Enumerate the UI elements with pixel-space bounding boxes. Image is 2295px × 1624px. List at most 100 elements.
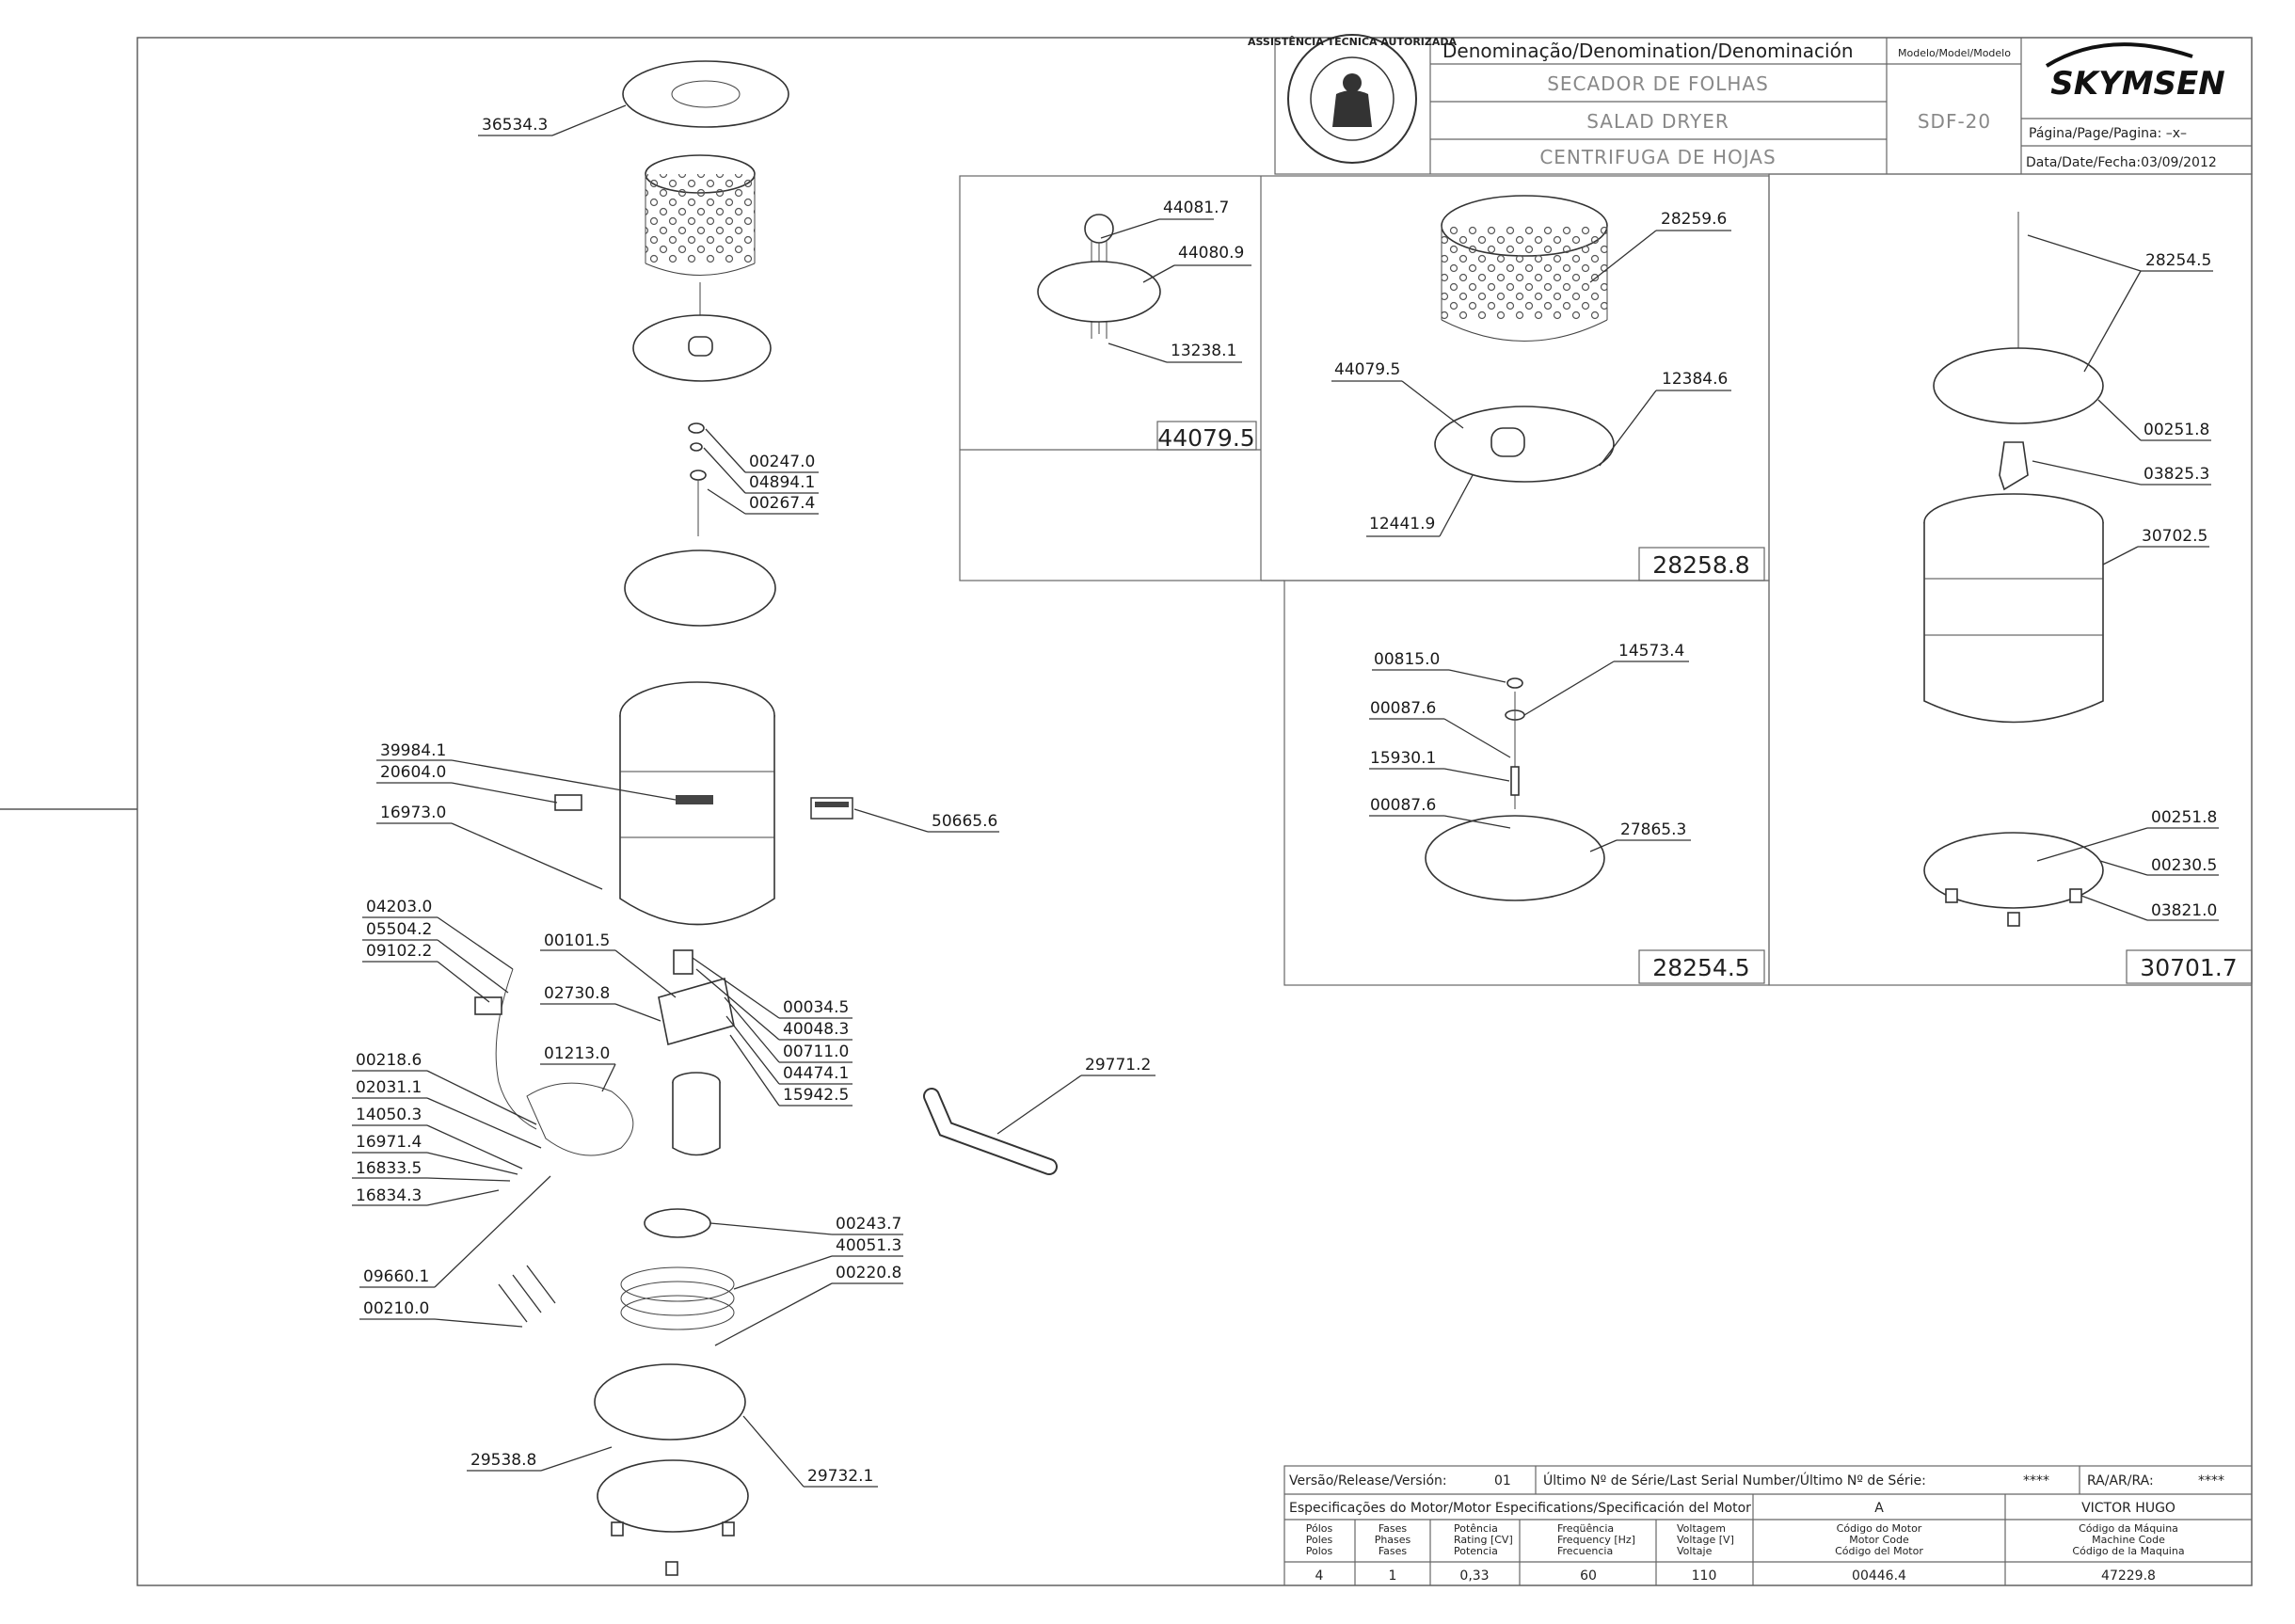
callout: 29732.1 <box>807 1467 873 1486</box>
frequency-value: 60 <box>1580 1568 1597 1584</box>
model-value: SDF-20 <box>1918 110 1991 133</box>
detail-id-28258-8: 28258.8 <box>1652 551 1749 579</box>
callout: 09660.1 <box>363 1267 429 1286</box>
callout: 44079.5 <box>1334 360 1400 379</box>
rating-value: 0,33 <box>1459 1568 1489 1584</box>
callout: 40048.3 <box>783 1020 849 1039</box>
col-header: Poles <box>1306 1534 1333 1546</box>
authorized-service-seal: ASSISTÊNCIA TÉCNICA AUTORIZADA <box>1248 34 1458 164</box>
brand-logo: SKYMSEN <box>2050 65 2224 103</box>
callout: 00230.5 <box>2151 856 2217 875</box>
voltage-value: 110 <box>1692 1568 1717 1584</box>
col-header: Voltaje <box>1677 1545 1713 1557</box>
motor-spec-label: Especificações do Motor/Motor Especifica… <box>1289 1501 1751 1516</box>
callout: 05504.2 <box>366 920 432 939</box>
callout: 27865.3 <box>1620 820 1686 839</box>
main-exploded-view <box>474 60 1058 1576</box>
version-value: 01 <box>1494 1473 1511 1489</box>
callout: 44081.7 <box>1163 199 1229 217</box>
callout: 00711.0 <box>783 1043 849 1061</box>
col-header: Potencia <box>1454 1545 1498 1557</box>
callout: 36534.3 <box>482 116 548 135</box>
seal-text: ASSISTÊNCIA TÉCNICA AUTORIZADA <box>1248 36 1458 48</box>
detail-id-28254-5: 28254.5 <box>1652 954 1749 981</box>
callout: 28259.6 <box>1661 210 1727 229</box>
col-header: Rating [CV] <box>1454 1534 1513 1546</box>
col-header: Frecuencia <box>1557 1545 1613 1557</box>
detail-44079-5: 44079.5 44081.7 44080.9 13238.1 <box>1037 199 1257 452</box>
ra-value: **** <box>2198 1473 2224 1489</box>
callout: 00267.4 <box>749 494 815 513</box>
callout: 00087.6 <box>1370 796 1436 815</box>
col-header: Fases <box>1379 1522 1408 1535</box>
callout: 16833.5 <box>356 1159 422 1178</box>
callout: 03825.3 <box>2144 465 2209 484</box>
col-header: Machine Code <box>2092 1534 2165 1546</box>
product-name-es: CENTRIFUGA DE HOJAS <box>1539 146 1776 168</box>
detail-30701-7: 30701.7 28254.5 00251.8 03825.3 30702.5 … <box>1923 212 2253 984</box>
callout: 16971.4 <box>356 1133 422 1152</box>
detail-id-44079-5: 44079.5 <box>1157 424 1254 452</box>
detail-box-frames <box>959 173 2253 986</box>
callout: 30702.5 <box>2142 527 2207 546</box>
brand-swoosh <box>2045 42 2193 68</box>
callout: 00815.0 <box>1374 650 1440 669</box>
col-header: Motor Code <box>1849 1534 1909 1546</box>
author: VICTOR HUGO <box>2081 1501 2175 1516</box>
footer-block: Versão/Release/Versión: 01 Último Nº de … <box>1283 1465 2253 1586</box>
callout: 14050.3 <box>356 1106 422 1124</box>
model-header: Modelo/Model/Modelo <box>1898 47 2011 59</box>
drawing-border <box>136 37 2253 1586</box>
callout: 50665.6 <box>932 812 997 831</box>
col-header: Voltagem <box>1677 1522 1726 1535</box>
title-block: ASSISTÊNCIA TÉCNICA AUTORIZADA Denominaç… <box>1248 34 2253 175</box>
motor-code-value: 00446.4 <box>1852 1568 1906 1584</box>
callout: 39984.1 <box>380 741 446 760</box>
callout: 04894.1 <box>749 473 815 492</box>
callout: 16973.0 <box>380 804 446 822</box>
callout: 29771.2 <box>1085 1056 1151 1075</box>
col-header: Código do Motor <box>1837 1522 1922 1535</box>
machine-code-value: 47229.8 <box>2101 1568 2156 1584</box>
col-header: Pólos <box>1306 1522 1333 1535</box>
callout: 00247.0 <box>749 453 815 471</box>
callout: 12384.6 <box>1662 370 1728 389</box>
product-name-pt: SECADOR DE FOLHAS <box>1547 72 1769 95</box>
callout: 14573.4 <box>1618 642 1684 661</box>
product-name-en: SALAD DRYER <box>1586 110 1729 133</box>
callout: 01213.0 <box>544 1044 610 1063</box>
col-header: Código da Máquina <box>2079 1522 2178 1535</box>
callout: 00251.8 <box>2144 421 2209 439</box>
col-header: Fases <box>1379 1545 1408 1557</box>
col-header: Potência <box>1454 1522 1498 1535</box>
col-header: Voltage [V] <box>1677 1534 1734 1546</box>
serial-label: Último Nº de Série/Last Serial Number/Úl… <box>1543 1472 1926 1489</box>
callout: 40051.3 <box>836 1236 901 1255</box>
detail-id-30701-7: 30701.7 <box>2140 954 2237 981</box>
revision: A <box>1874 1501 1884 1516</box>
callout: 15942.5 <box>783 1086 849 1105</box>
page-label: Página/Page/Pagina: –x– <box>2029 126 2187 141</box>
main-callouts: 36534.3 00247.0 04894.1 00267.4 39984.1 … <box>352 104 1155 1488</box>
col-header: Código del Motor <box>1835 1545 1923 1557</box>
col-header: Freqüência <box>1557 1522 1614 1535</box>
callout: 00218.6 <box>356 1051 422 1070</box>
col-header: Frequency [Hz] <box>1557 1534 1635 1546</box>
detail-28254-5: 28254.5 00815.0 14573.4 00087.6 15930.1 … <box>1369 642 1765 984</box>
col-header: Phases <box>1375 1534 1411 1546</box>
callout: 15930.1 <box>1370 749 1436 768</box>
callout: 00210.0 <box>363 1299 429 1318</box>
callout: 00220.8 <box>836 1264 901 1282</box>
callout: 12441.9 <box>1369 515 1435 533</box>
callout: 04203.0 <box>366 898 432 916</box>
detail-28258-8: 28258.8 28259.6 44079.5 12384.6 12441.9 <box>1331 195 1765 581</box>
version-label: Versão/Release/Versión: <box>1289 1473 1447 1489</box>
callout: 03821.0 <box>2151 901 2217 920</box>
callout: 02730.8 <box>544 984 610 1003</box>
poles-value: 4 <box>1315 1568 1324 1584</box>
callout: 00251.8 <box>2151 808 2217 827</box>
date-label: Data/Date/Fecha:03/09/2012 <box>2026 155 2217 170</box>
col-header: Código de la Maquina <box>2072 1545 2184 1557</box>
callout: 29538.8 <box>470 1451 536 1470</box>
